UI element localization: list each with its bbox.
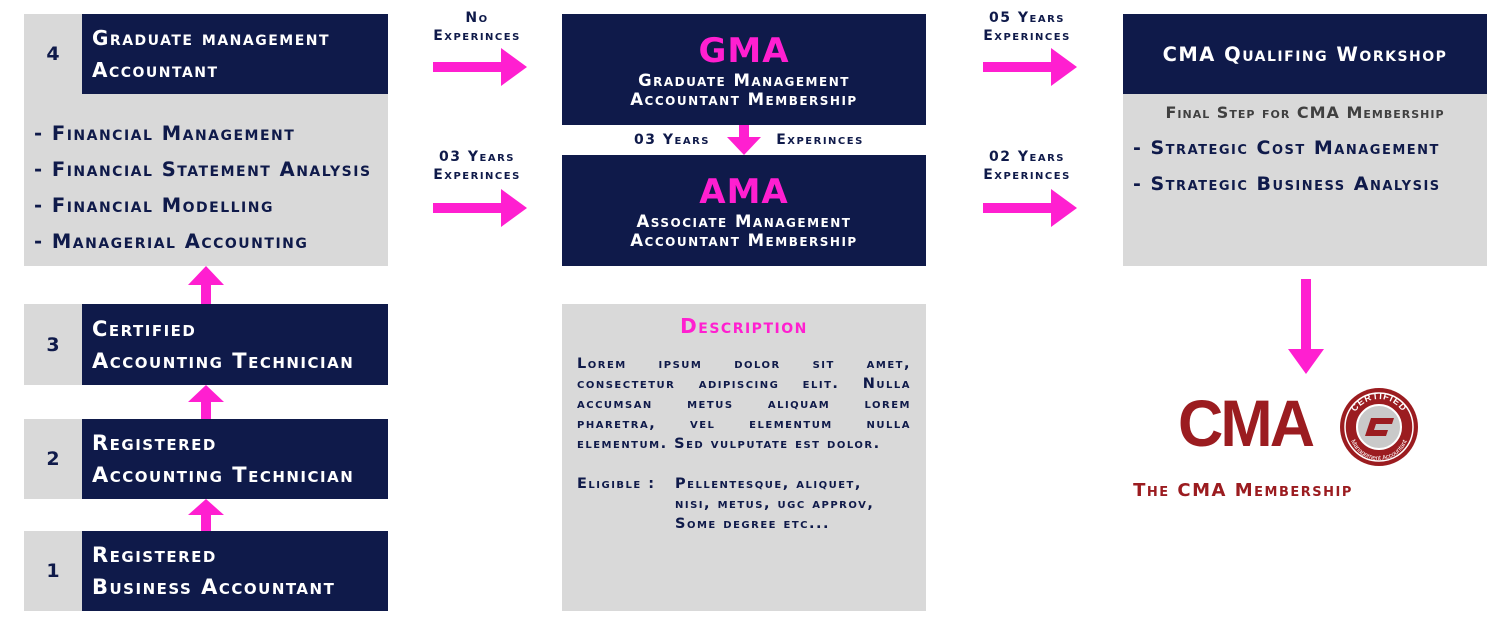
ama-full-line2: Accountant Membership bbox=[630, 230, 858, 250]
arrow-up-2-to-3 bbox=[188, 385, 224, 419]
level-3-title: Certified Accounting Technician bbox=[82, 304, 388, 385]
level-4-title: Graduate management Accountant bbox=[82, 14, 388, 94]
list-item: - Strategic Business Analysis bbox=[1133, 173, 1441, 195]
description-box: Description Lorem ipsum dolor sit amet, … bbox=[562, 304, 926, 611]
level-3-title-line1: Certified bbox=[92, 316, 197, 341]
arrow-up-1-to-2 bbox=[188, 499, 224, 531]
cma-logo-text: CMA bbox=[1178, 386, 1315, 460]
list-item: - Financial Modelling bbox=[34, 194, 274, 217]
level-4-title-line1: Graduate management bbox=[92, 26, 331, 50]
arrow-down-gma-to-ama bbox=[727, 125, 761, 155]
level-2-title-line1: Registered bbox=[92, 431, 217, 455]
level-4-title-line2: Accountant bbox=[92, 58, 219, 82]
label-03-years-to-ama: 03 Years Experinces bbox=[433, 149, 521, 183]
eligible-line: Some degree etc... bbox=[675, 516, 831, 532]
ama-full-line1: Associate Management bbox=[636, 211, 852, 231]
eligible-block: Eligible : Pellentesque, aliquet, nisi, … bbox=[577, 474, 911, 534]
description-title: Description bbox=[680, 314, 808, 338]
level-4-subject-list: - Financial Management - Financial State… bbox=[24, 94, 388, 266]
level-3-number: 3 bbox=[24, 304, 82, 385]
list-item: - Strategic Cost Management bbox=[1133, 137, 1440, 159]
arrow-up-3-to-4 bbox=[188, 266, 224, 304]
workshop-subject-list: - Strategic Cost Management - Strategic … bbox=[1123, 122, 1487, 202]
arrow-down-to-cma bbox=[1288, 279, 1324, 374]
gma-box: GMA Graduate Management Accountant Membe… bbox=[562, 14, 926, 125]
workshop-title: CMA Qualifing Workshop bbox=[1123, 14, 1487, 94]
label-no-experience: No Experinces bbox=[433, 10, 521, 44]
workshop-subtitle: Final Step for CMA Membership bbox=[1165, 103, 1445, 122]
level-1-number: 1 bbox=[24, 531, 82, 611]
eligible-label: Eligible : bbox=[577, 476, 656, 492]
ama-box: AMA Associate Management Accountant Memb… bbox=[562, 155, 926, 266]
gma-abbr: GMA bbox=[698, 30, 790, 71]
arrow-right-to-ama bbox=[433, 189, 527, 227]
level-4-number: 4 bbox=[24, 14, 82, 94]
cma-caption: The CMA Membership bbox=[1133, 480, 1353, 501]
list-item: - Financial Statement Analysis bbox=[34, 158, 372, 181]
eligible-line: nisi, metus, ugc approv, bbox=[675, 496, 875, 512]
label-gma-ama-experience: Experinces bbox=[776, 132, 864, 148]
cma-logo: CMA CERTIFIED Management Accountant bbox=[1178, 384, 1428, 466]
level-1-title-line1: Registered bbox=[92, 543, 217, 567]
gma-full-line2: Accountant Membership bbox=[630, 89, 858, 109]
level-1-title-line2: Business Accountant bbox=[92, 575, 336, 599]
arrow-right-to-gma bbox=[433, 48, 527, 86]
level-2-number: 2 bbox=[24, 419, 82, 499]
workshop-box: Final Step for CMA Membership - Strategi… bbox=[1123, 94, 1487, 266]
list-item: - Managerial Accounting bbox=[34, 230, 309, 253]
certified-seal-icon: CERTIFIED Management Accountant bbox=[1340, 388, 1418, 466]
level-2-title-line2: Accounting Technician bbox=[92, 463, 355, 487]
label-05-years: 05 Years Experinces bbox=[983, 10, 1071, 44]
label-02-years: 02 Years Experinces bbox=[983, 149, 1071, 183]
eligible-line: Pellentesque, aliquet, bbox=[675, 476, 862, 492]
level-3-title-line2: Accounting Technician bbox=[92, 348, 355, 373]
label-gma-ama-years: 03 Years bbox=[634, 132, 710, 148]
description-body: Lorem ipsum dolor sit amet, consectetur … bbox=[577, 356, 911, 452]
level-1-title: Registered Business Accountant bbox=[82, 531, 388, 611]
arrow-right-ama-to-workshop bbox=[983, 189, 1077, 227]
gma-full-line1: Graduate Management bbox=[638, 70, 850, 90]
list-item: - Financial Management bbox=[34, 122, 296, 145]
arrow-right-gma-to-workshop bbox=[983, 48, 1077, 86]
level-2-title: Registered Accounting Technician bbox=[82, 419, 388, 499]
ama-abbr: AMA bbox=[699, 171, 789, 212]
